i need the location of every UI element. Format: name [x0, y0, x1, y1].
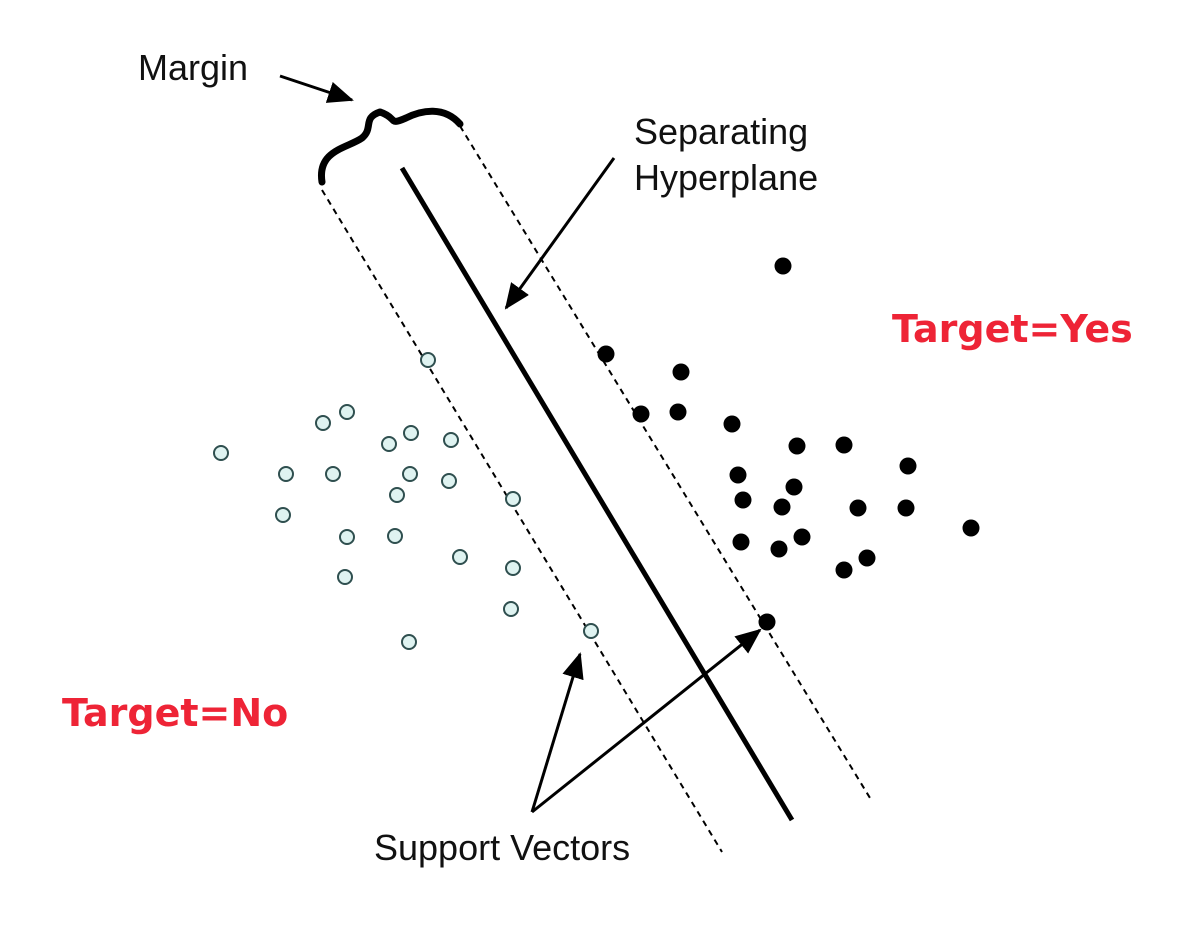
class-yes-point: [793, 528, 811, 546]
class-no-point: [325, 466, 341, 482]
class-yes-point: [723, 415, 741, 433]
class-yes-point: [835, 561, 853, 579]
class-no-point: [402, 466, 418, 482]
class-no-point: [278, 466, 294, 482]
class-yes-point: [770, 540, 788, 558]
class-no-point: [583, 623, 599, 639]
class-no-point: [213, 445, 229, 461]
class-yes-point: [858, 549, 876, 567]
class-yes-point: [899, 457, 917, 475]
target-yes-label: Target=Yes: [892, 307, 1133, 351]
class-no-point: [337, 569, 353, 585]
margin-boundary-right: [459, 125, 871, 799]
support-vector-arrow-left: [530, 652, 584, 813]
margin-arrow: [279, 74, 354, 103]
class-yes-point: [897, 499, 915, 517]
margin-brace: [318, 107, 464, 186]
class-yes-point: [734, 491, 752, 509]
class-yes-point: [669, 403, 687, 421]
class-yes-point: [597, 345, 615, 363]
target-no-label: Target=No: [62, 691, 288, 735]
class-no-point: [387, 528, 403, 544]
class-yes-point: [774, 257, 792, 275]
class-no-point: [389, 487, 405, 503]
class-no-point: [275, 507, 291, 523]
separating-hyperplane-line: [399, 166, 795, 822]
class-no-point: [505, 491, 521, 507]
class-yes-point: [672, 363, 690, 381]
class-no-points: [213, 352, 599, 650]
class-no-point: [339, 529, 355, 545]
class-no-point: [420, 352, 436, 368]
class-no-point: [452, 549, 468, 565]
class-no-point: [339, 404, 355, 420]
class-no-point: [443, 432, 459, 448]
class-no-point: [401, 634, 417, 650]
class-yes-point: [632, 405, 650, 423]
class-yes-point: [732, 533, 750, 551]
class-yes-point: [849, 499, 867, 517]
class-no-point: [403, 425, 419, 441]
hyperplane-arrow: [504, 157, 616, 310]
support-vector-arrow-right: [531, 628, 762, 814]
class-yes-point: [835, 436, 853, 454]
class-no-point: [441, 473, 457, 489]
class-no-point: [381, 436, 397, 452]
margin-label: Margin: [138, 47, 248, 88]
class-yes-point: [773, 498, 791, 516]
margin-boundary-left: [321, 189, 723, 853]
hyperplane-label-line1: Separating: [634, 111, 808, 152]
class-no-point: [505, 560, 521, 576]
class-yes-point: [729, 466, 747, 484]
hyperplane-label-line2: Hyperplane: [634, 157, 818, 198]
support-vectors-label: Support Vectors: [374, 827, 630, 868]
class-no-point: [503, 601, 519, 617]
class-yes-point: [758, 613, 776, 631]
class-yes-points: [597, 257, 980, 631]
class-no-point: [315, 415, 331, 431]
class-yes-point: [962, 519, 980, 537]
class-yes-point: [785, 478, 803, 496]
class-yes-point: [788, 437, 806, 455]
